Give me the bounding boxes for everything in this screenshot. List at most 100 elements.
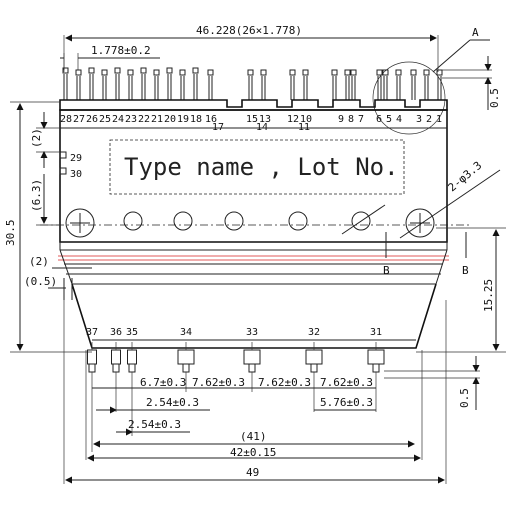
dim-left-2b: (2) — [29, 255, 49, 268]
top-pin-label: 18 — [190, 114, 202, 125]
top-pin-tip — [62, 67, 69, 74]
bottom-pin-tip — [248, 363, 256, 373]
package-body — [58, 99, 449, 349]
bottom-dimensions: 6.7±0.3 7.62±0.3 7.62±0.3 7.62±0.3 2.54±… — [63, 300, 447, 484]
top-pin-label: 23 — [125, 114, 137, 125]
dim-left-height: 30.5 — [4, 220, 17, 247]
top-pin-tip — [153, 69, 160, 76]
top-pin-label: 1 — [436, 114, 442, 125]
top-pin-tip — [410, 69, 417, 76]
top-pin-label: 16 — [205, 114, 217, 125]
bottom-pin-body — [367, 349, 385, 365]
section-left-label: B — [383, 264, 390, 277]
detail-marker: A — [472, 26, 479, 39]
top-pin-label: 10 — [300, 114, 312, 125]
top-pin-label: 21 — [151, 114, 163, 125]
bottom-pin-tip — [182, 363, 190, 373]
top-pin-label: 27 — [73, 114, 85, 125]
top-pin-label: 22 — [138, 114, 150, 125]
top-pin-tip — [192, 67, 199, 74]
type-name-text: Type name , Lot No. — [124, 153, 399, 181]
top-pin-tip — [395, 69, 402, 76]
bottom-pin-label: 34 — [180, 327, 192, 338]
bottom-pin-tip — [88, 363, 96, 373]
top-pin-tip — [423, 69, 430, 76]
bottom-pin-body — [127, 349, 137, 365]
dim-left-2: (2) — [30, 128, 43, 148]
bottom-pin-label: 32 — [308, 327, 320, 338]
dim-b-7-62a: 7.62±0.3 — [192, 376, 245, 389]
dim-b-6-7: 6.7±0.3 — [140, 376, 186, 389]
dim-b-7-62c: 7.62±0.3 — [320, 376, 373, 389]
section-right-label: B — [462, 264, 469, 277]
pin-30-label: 30 — [70, 169, 82, 180]
top-pin-tip — [331, 69, 338, 76]
top-pitch-dimension: 1.778±0.2 — [60, 44, 160, 70]
top-pin-tip — [247, 69, 254, 76]
top-pin-tip — [75, 69, 82, 76]
bottom-pin-label: 33 — [246, 327, 258, 338]
top-pin-tip — [114, 67, 121, 74]
bottom-pin-label: 31 — [370, 327, 382, 338]
bottom-pin-body — [177, 349, 195, 365]
top-pin-tip — [376, 69, 383, 76]
bottom-pin-tip — [372, 363, 380, 373]
bottom-pin-body — [111, 349, 121, 365]
top-pin-label: 3 — [416, 114, 422, 125]
dim-b-5-76: 5.76±0.3 — [320, 396, 373, 409]
top-total-dimension: 46.228(26×1.778) — [63, 24, 439, 72]
dim-right-top: 0.5 — [488, 88, 501, 108]
dim-b-2-54b: 2.54±0.3 — [128, 418, 181, 431]
bottom-pin-tip — [112, 363, 120, 373]
bottom-pin-tip — [310, 363, 318, 373]
left-dimensions: 30.5 (2) (6.3) (2) (0.5) — [4, 101, 92, 353]
top-pin-label: 24 — [112, 114, 124, 125]
top-pin-tip — [350, 69, 357, 76]
top-pin-label: 15 — [246, 114, 258, 125]
top-pin-label: 19 — [177, 114, 189, 125]
bottom-pin-body — [305, 349, 323, 365]
top-pin-label: 26 — [86, 114, 98, 125]
top-pin-tip — [207, 69, 214, 76]
dim-right-bottom: 0.5 — [458, 388, 471, 408]
dim-b-49: 49 — [246, 466, 259, 479]
type-name-box: Type name , Lot No. — [109, 139, 405, 195]
hole-callout-text: 2-φ3.3 — [446, 159, 485, 195]
side-pins: 29 30 — [59, 151, 82, 180]
top-pin-label: 12 — [287, 114, 299, 125]
dim-left-6-3: (6.3) — [30, 179, 43, 212]
detail-a-callout: A — [372, 26, 490, 135]
pin-29-label: 29 — [70, 153, 82, 164]
right-top-dimension: 0.5 — [442, 56, 501, 110]
dim-top-total: 46.228(26×1.778) — [196, 24, 302, 37]
dim-b-7-62b: 7.62±0.3 — [258, 376, 311, 389]
top-pin-label: 6 — [376, 114, 382, 125]
top-pin-tip — [289, 69, 296, 76]
top-pin-tip — [88, 67, 95, 74]
top-pin-label: 2 — [426, 114, 432, 125]
dim-b-2-54a: 2.54±0.3 — [146, 396, 199, 409]
bottom-pin-label: 35 — [126, 327, 138, 338]
top-pin-tip — [101, 69, 108, 76]
top-pin-label: 20 — [164, 114, 176, 125]
dim-b-42: 42±0.15 — [230, 446, 276, 459]
dim-left-0-5: (0.5) — [24, 275, 57, 288]
top-pin-label: 5 — [386, 114, 392, 125]
top-pin-label: 28 — [60, 114, 72, 125]
top-pin-tip — [436, 69, 443, 76]
top-pin-tip — [302, 69, 309, 76]
dim-b-41: (41) — [240, 430, 267, 443]
top-pin-tip — [344, 69, 351, 76]
mounting-holes — [40, 208, 470, 238]
top-pin-tip — [127, 69, 134, 76]
top-pin-tip — [166, 67, 173, 74]
right-dimensions: 15.25 0.5 — [384, 227, 506, 410]
top-pin-label: 9 — [338, 114, 344, 125]
section-markers: B B — [383, 232, 469, 277]
top-pin-label: 4 — [396, 114, 402, 125]
top-pin-tip — [179, 69, 186, 76]
dim-top-pitch: 1.778±0.2 — [91, 44, 151, 57]
top-pin-label: 13 — [259, 114, 271, 125]
